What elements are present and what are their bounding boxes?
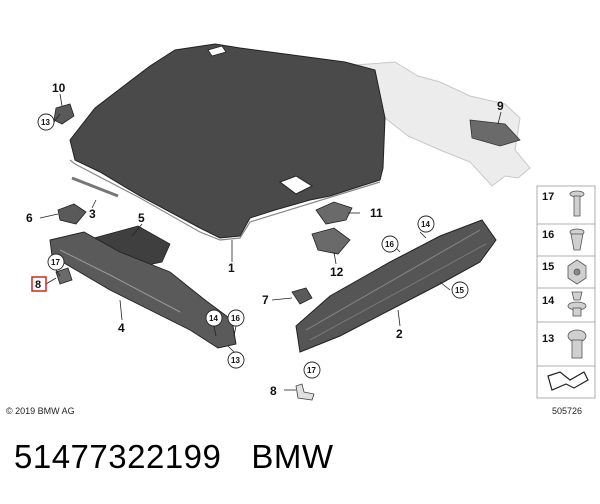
part-1-floor-mat: [69, 43, 386, 241]
part-7-clip: [291, 287, 313, 305]
circled-14-top: 14: [421, 220, 430, 229]
arrow-icon: [547, 371, 589, 391]
copyright: © 2019 BMW AG: [6, 406, 75, 416]
callout-4: 4: [118, 321, 125, 335]
circled-callouts: 13 14 16 15 17 14 16 13 17: [37, 113, 469, 379]
callout-1: 1: [228, 261, 235, 275]
fastener-legend: 17 16 15 14 13: [536, 185, 596, 399]
part-9-clip: [469, 119, 521, 147]
callout-7: 7: [262, 293, 269, 307]
callout-8: 8: [270, 384, 277, 398]
legend-item-14: 14: [542, 295, 555, 307]
callout-2: 2: [396, 327, 403, 341]
circled-17-left: 17: [51, 258, 60, 267]
parts-diagram: 10 3 6 5 1 4 8 11 12 7 2 9 8 13 14 16 15…: [26, 43, 596, 401]
part-6-bracket: [57, 203, 87, 225]
legend-item-17: 17: [542, 191, 554, 203]
brand-name: BMW: [251, 438, 334, 475]
callout-5: 5: [138, 211, 145, 225]
circled-13-bottom: 13: [231, 356, 240, 365]
circled-16-top: 16: [385, 240, 394, 249]
circled-13: 13: [41, 118, 50, 127]
part-12-frame: [311, 227, 351, 255]
highlight-box-8: [31, 276, 47, 292]
legend-item-15: 15: [542, 261, 554, 273]
diagram-number: 505726: [552, 406, 583, 416]
part-10-clip: [53, 103, 75, 125]
clip-16-icon: [569, 228, 585, 251]
screw-13-icon: [567, 329, 587, 359]
legend-item-13: 13: [542, 333, 554, 345]
callout-6: 6: [26, 211, 33, 225]
part-8-clip: [55, 267, 73, 285]
callout-8-highlighted: 8: [35, 279, 41, 291]
circled-15: 15: [455, 286, 464, 295]
part-11-cover: [315, 201, 353, 225]
part-3-strap: [71, 176, 119, 198]
nut-15-icon: [567, 259, 587, 285]
part-8-bracket: [295, 383, 315, 401]
screw-17-icon: [569, 190, 585, 217]
circled-16-bottom: 16: [231, 314, 240, 323]
callout-9: 9: [497, 99, 504, 113]
part-4-tray: [49, 231, 237, 349]
clip-14-icon: [567, 291, 587, 317]
circled-14-bottom: 14: [209, 314, 218, 323]
footer: 51477322199 BMW: [14, 438, 364, 476]
part-number: 51477322199: [14, 438, 222, 475]
legend-item-16: 16: [542, 229, 554, 241]
leader-lines: [39, 93, 502, 391]
callout-12: 12: [330, 265, 344, 279]
callout-3: 3: [89, 207, 96, 221]
callout-10: 10: [52, 81, 66, 95]
circled-17-bottom: 17: [307, 366, 316, 375]
callout-11: 11: [370, 206, 383, 220]
part-2-trim-panel: [295, 219, 497, 353]
